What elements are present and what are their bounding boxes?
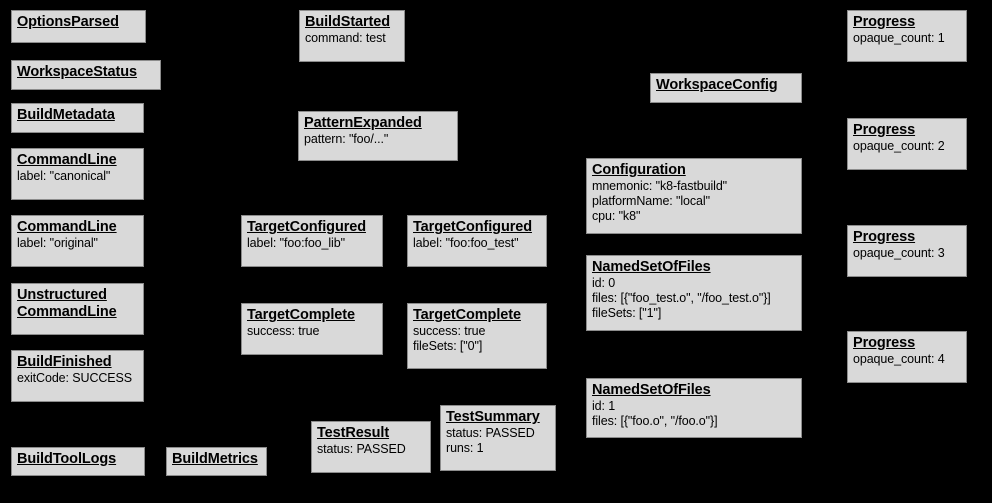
event-node-title: Progress [853,229,916,245]
event-node-field: status: PASSED [446,426,535,441]
event-node-title: OptionsParsed [17,14,119,30]
event-node-title: TargetConfigured [247,219,366,235]
event-node-title: BuildStarted [305,14,391,30]
event-node-field: pattern: "foo/..." [304,132,389,147]
event-node-title: Configuration [592,162,686,178]
event-node-field: opaque_count: 3 [853,246,945,261]
event-node-build-metrics[interactable]: BuildMetrics [166,447,267,476]
event-node-unstructured-command-line[interactable]: Unstructured CommandLine [11,283,144,335]
event-node-title: CommandLine [17,152,117,168]
event-node-title: BuildMetrics [172,451,258,467]
event-node-title: NamedSetOfFiles [592,259,711,275]
event-node-field: label: "original" [17,236,98,251]
event-node-field: status: PASSED [317,442,406,457]
event-node-title: Progress [853,335,916,351]
event-node-field: label: "canonical" [17,169,111,184]
event-node-title: TestSummary [446,409,540,425]
event-node-title: WorkspaceConfig [656,77,778,93]
event-node-field: fileSets: ["0"] [413,338,483,353]
event-node-field: opaque_count: 4 [853,352,945,367]
event-node-title: BuildFinished [17,354,112,370]
event-node-title: Progress [853,122,916,138]
event-node-field: files: [{"foo.o", "/foo.o"}] [592,413,718,428]
event-node-title: BuildToolLogs [17,451,117,467]
event-node-field: files: [{"foo_test.o", "/foo_test.o"}] [592,290,771,305]
event-node-field: id: 0 [592,276,616,291]
event-node-title: Unstructured CommandLine [17,287,117,321]
event-node-field: opaque_count: 2 [853,139,945,154]
event-node-field: mnemonic: "k8-fastbuild" [592,179,728,194]
event-node-field: runs: 1 [446,440,484,455]
event-node-field: exitCode: SUCCESS [17,371,133,386]
event-node-field: label: "foo:foo_lib" [247,236,345,251]
event-node-title: TargetComplete [247,307,355,323]
event-node-title: TargetConfigured [413,219,532,235]
event-node-title: Progress [853,14,916,30]
event-node-workspace-status[interactable]: WorkspaceStatus [11,60,161,90]
event-node-field: success: true [247,324,320,339]
event-node-field: label: "foo:foo_test" [413,236,519,251]
event-node-build-metadata[interactable]: BuildMetadata [11,103,144,133]
event-node-title: TargetComplete [413,307,521,323]
event-node-title: WorkspaceStatus [17,64,137,80]
event-node-workspace-config[interactable]: WorkspaceConfig [650,73,802,103]
event-node-field: fileSets: ["1"] [592,305,662,320]
event-node-field: opaque_count: 1 [853,31,945,46]
event-node-title: PatternExpanded [304,115,422,131]
event-node-title: CommandLine [17,219,117,235]
event-node-options-parsed[interactable]: OptionsParsed [11,10,146,43]
event-node-field: platformName: "local" [592,193,710,208]
event-node-field: cpu: "k8" [592,208,641,223]
event-node-title: NamedSetOfFiles [592,382,711,398]
event-node-title: TestResult [317,425,390,441]
event-node-field: success: true [413,324,486,339]
event-node-field: command: test [305,31,386,46]
event-node-field: id: 1 [592,399,616,414]
event-node-build-tool-logs[interactable]: BuildToolLogs [11,447,145,476]
event-node-title: BuildMetadata [17,107,115,123]
